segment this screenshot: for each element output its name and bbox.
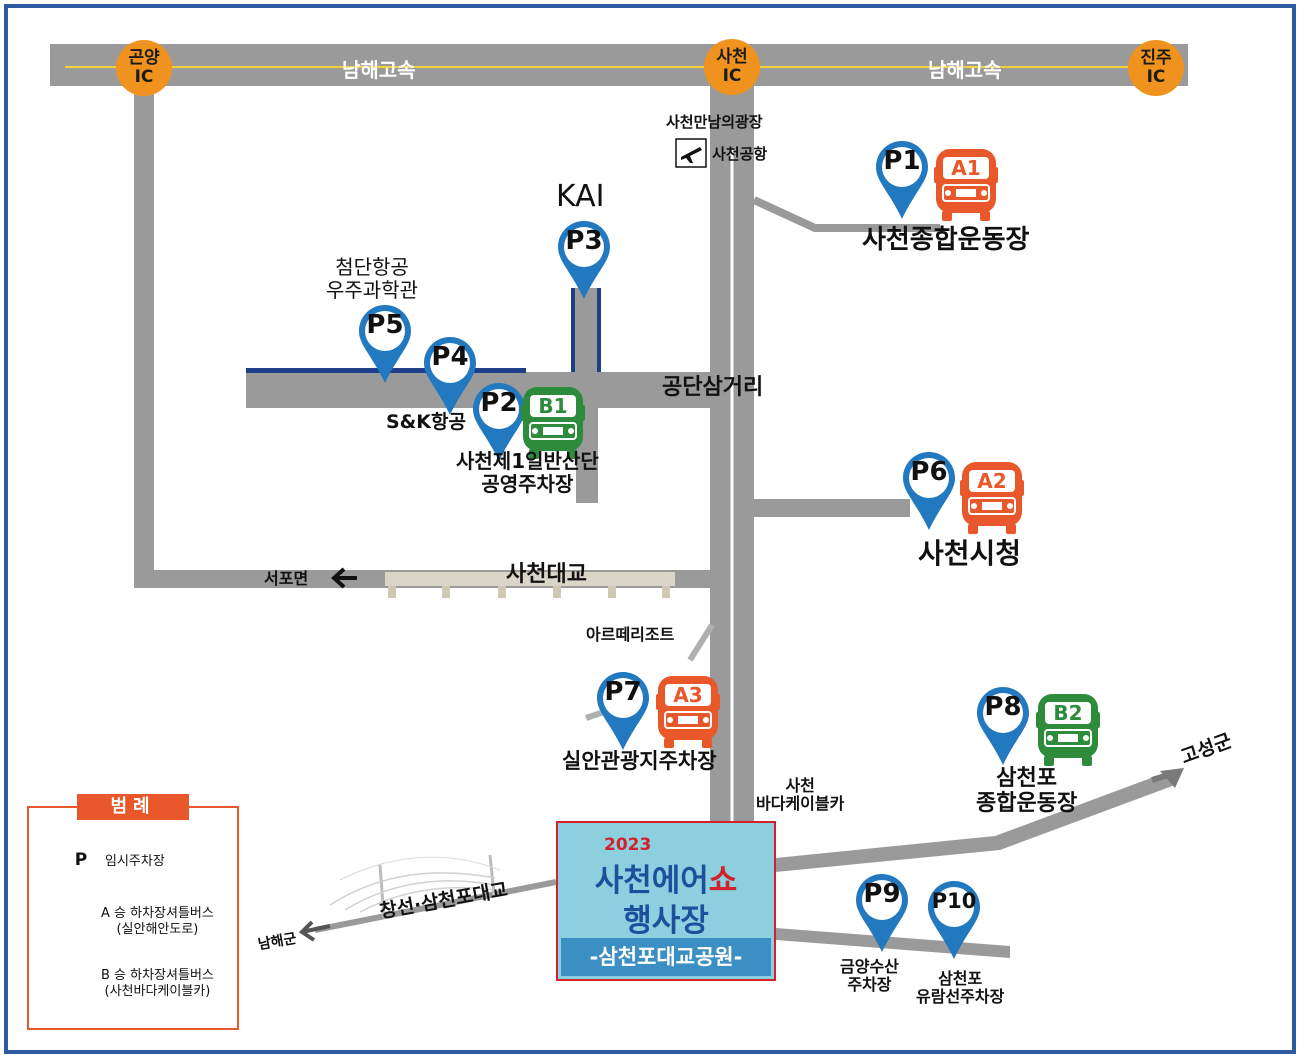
arrow-left-icon bbox=[331, 567, 357, 589]
label-geumyang-parking: 금양수산 주차장 bbox=[840, 957, 899, 995]
legend-pin-label: 임시주차장 bbox=[105, 854, 165, 869]
label-silan-parking: 실안관광지주차장 bbox=[562, 749, 717, 773]
label-aerospace-museum: 첨단항공 우주과학관 bbox=[326, 255, 418, 302]
ic-jinju: 진주 IC bbox=[1128, 40, 1184, 96]
label-seopo: 서포면 bbox=[264, 569, 309, 588]
road-goseong bbox=[776, 771, 1175, 872]
venue-title: 사천에어쇼 bbox=[594, 863, 738, 899]
label-ardeteri: 아르떼리조트 bbox=[586, 625, 675, 644]
label-city-hall: 사천시청 bbox=[918, 537, 1022, 570]
venue-subtitle: 행사장 bbox=[623, 903, 709, 939]
road-p1 bbox=[752, 196, 940, 232]
ic-sacheon: 사천 IC bbox=[704, 39, 760, 95]
label-industrial-parking: 사천제1일반산단 공영주차장 bbox=[456, 449, 599, 496]
sacheon-bridge-graphic bbox=[385, 572, 675, 598]
highway-road bbox=[50, 44, 1188, 86]
venue-band: -삼천포대교공원- bbox=[561, 938, 771, 976]
label-ferry-parking: 삼천포 유람선주차장 bbox=[916, 969, 1005, 1007]
label-sports-complex: 사천종합운동장 bbox=[862, 225, 1030, 255]
legend-box: 범례 P 임시주차장 A 승 하차장셔틀버스 (실안해안도로) B 승 하차장셔… bbox=[27, 794, 239, 1030]
highway-label-right: 남해고속 bbox=[928, 58, 1002, 82]
label-samcheonpo-sports: 삼천포 종합운동장 bbox=[976, 766, 1078, 817]
changseon-bridge-graphic bbox=[314, 854, 557, 933]
map-border bbox=[4, 4, 1296, 1054]
legend-bus-a-label: A 승 하차장셔틀버스 (실안해안도로) bbox=[101, 906, 214, 937]
legend-pin-letter: P bbox=[74, 850, 88, 870]
venue-year: 2023 bbox=[604, 835, 652, 855]
airplane-icon bbox=[675, 138, 707, 168]
road-gonyang bbox=[134, 86, 154, 586]
arrow-right-icon bbox=[1151, 768, 1184, 788]
arrow-left-icon bbox=[298, 920, 331, 942]
label-kai: KAI bbox=[556, 179, 605, 214]
venue-box: 2023 사천에어쇼 행사장 -삼천포대교공원- bbox=[556, 821, 776, 981]
label-airport: 사천공항 bbox=[712, 145, 768, 163]
label-sk-aero: S&K항공 bbox=[386, 411, 466, 433]
legend-title: 범례 bbox=[77, 794, 189, 820]
road-ferry bbox=[776, 928, 1010, 958]
road-kai bbox=[573, 288, 599, 372]
legend-bus-b-label: B 승 하차장셔틀버스 (사천바다케이블카) bbox=[101, 968, 214, 999]
ic-gonyang: 곤양 IC bbox=[116, 40, 172, 96]
road-cityhall bbox=[754, 499, 910, 517]
label-airport-square: 사천만남의광장 bbox=[666, 113, 763, 131]
road-ardeteri bbox=[687, 623, 715, 662]
label-sacheon-bridge: 사천대교 bbox=[506, 562, 587, 587]
label-cable-car: 사천 바다케이블카 bbox=[756, 776, 845, 814]
label-gongdan-junction: 공단삼거리 bbox=[662, 375, 764, 400]
highway-label-left: 남해고속 bbox=[342, 58, 416, 82]
